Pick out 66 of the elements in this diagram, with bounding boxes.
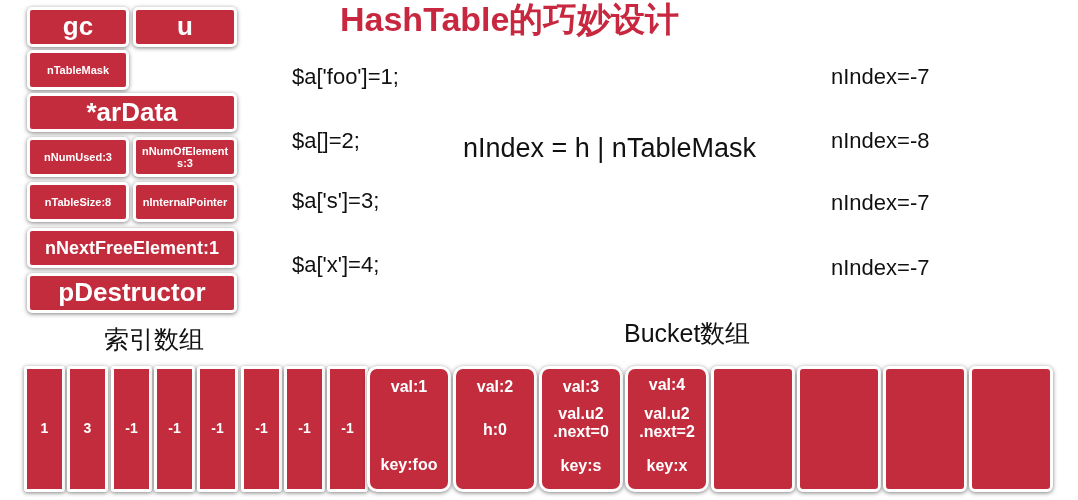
struct-field: [133, 137, 237, 177]
struct-field: [27, 182, 129, 222]
field-name: nNumUsed:3: [44, 150, 112, 164]
slot-value: -1: [255, 421, 268, 437]
bucket-slot: [367, 366, 451, 492]
index-slot: [24, 366, 65, 492]
bucket-text: val:4: [647, 376, 687, 394]
index-slot: [327, 366, 368, 492]
struct-field: [27, 50, 129, 90]
index-result: nIndex=-8: [831, 128, 930, 155]
struct-field: [27, 7, 129, 47]
code-line: $a['x']=4;: [292, 252, 380, 279]
slot-value: -1: [298, 421, 311, 437]
index-slot: [241, 366, 282, 492]
array-heading: 索引数组: [104, 324, 204, 354]
struct-field: [27, 273, 237, 313]
code-line: $a['s']=3;: [292, 188, 380, 215]
bucket-text: h:0: [482, 421, 508, 439]
bucket-text: val.u2 .next=2: [638, 405, 696, 441]
field-name: gc: [62, 12, 94, 42]
slide-title: HashTable的巧妙设计: [340, 0, 680, 40]
code-line: $a[]=2;: [292, 128, 360, 155]
slot-value: -1: [125, 421, 138, 437]
field-name: nNextFreeElement:1: [44, 237, 220, 259]
slot-value: 1: [40, 421, 49, 437]
bucket-slot: [539, 366, 623, 492]
bucket-slot: [625, 366, 709, 492]
field-name: nTableMask: [46, 63, 110, 77]
struct-field: [133, 182, 237, 222]
index-slot: [197, 366, 238, 492]
bucket-text: val:3: [561, 378, 601, 396]
bucket-text: key:s: [559, 457, 603, 475]
index-slot: [67, 366, 108, 492]
bucket-slot: [883, 366, 967, 492]
formula-text: nIndex = h | nTableMask: [463, 132, 756, 165]
field-name: nTableSize:8: [44, 195, 112, 209]
bucket-slot: [969, 366, 1053, 492]
index-result: nIndex=-7: [831, 255, 930, 282]
slot-value: 3: [83, 421, 92, 437]
field-name: u: [177, 12, 193, 42]
field-name: pDestructor: [58, 278, 206, 308]
bucket-text: key:foo: [379, 456, 439, 474]
index-slot: [111, 366, 152, 492]
bucket-slot: [797, 366, 881, 492]
index-slot: [284, 366, 325, 492]
slot-value: -1: [341, 421, 354, 437]
struct-field: [27, 228, 237, 268]
code-line: $a['foo']=1;: [292, 64, 399, 91]
bucket-slot: [453, 366, 537, 492]
bucket-slot: [711, 366, 795, 492]
field-name: nInternalPointer: [142, 195, 228, 209]
struct-field: [133, 7, 237, 47]
field-name: *arData: [86, 97, 178, 128]
struct-field: [27, 93, 237, 132]
struct-field: [27, 137, 129, 177]
index-result: nIndex=-7: [831, 64, 930, 91]
bucket-text: val:2: [475, 378, 515, 396]
slot-value: -1: [211, 421, 224, 437]
bucket-text: val.u2 .next=0: [552, 405, 610, 441]
bucket-text: key:x: [645, 457, 689, 475]
index-slot: [154, 366, 195, 492]
bucket-text: val:1: [389, 378, 429, 396]
field-name: nNumOfElements:3: [140, 144, 230, 170]
index-result: nIndex=-7: [831, 190, 930, 217]
array-heading: Bucket数组: [624, 318, 751, 348]
slot-value: -1: [168, 421, 181, 437]
